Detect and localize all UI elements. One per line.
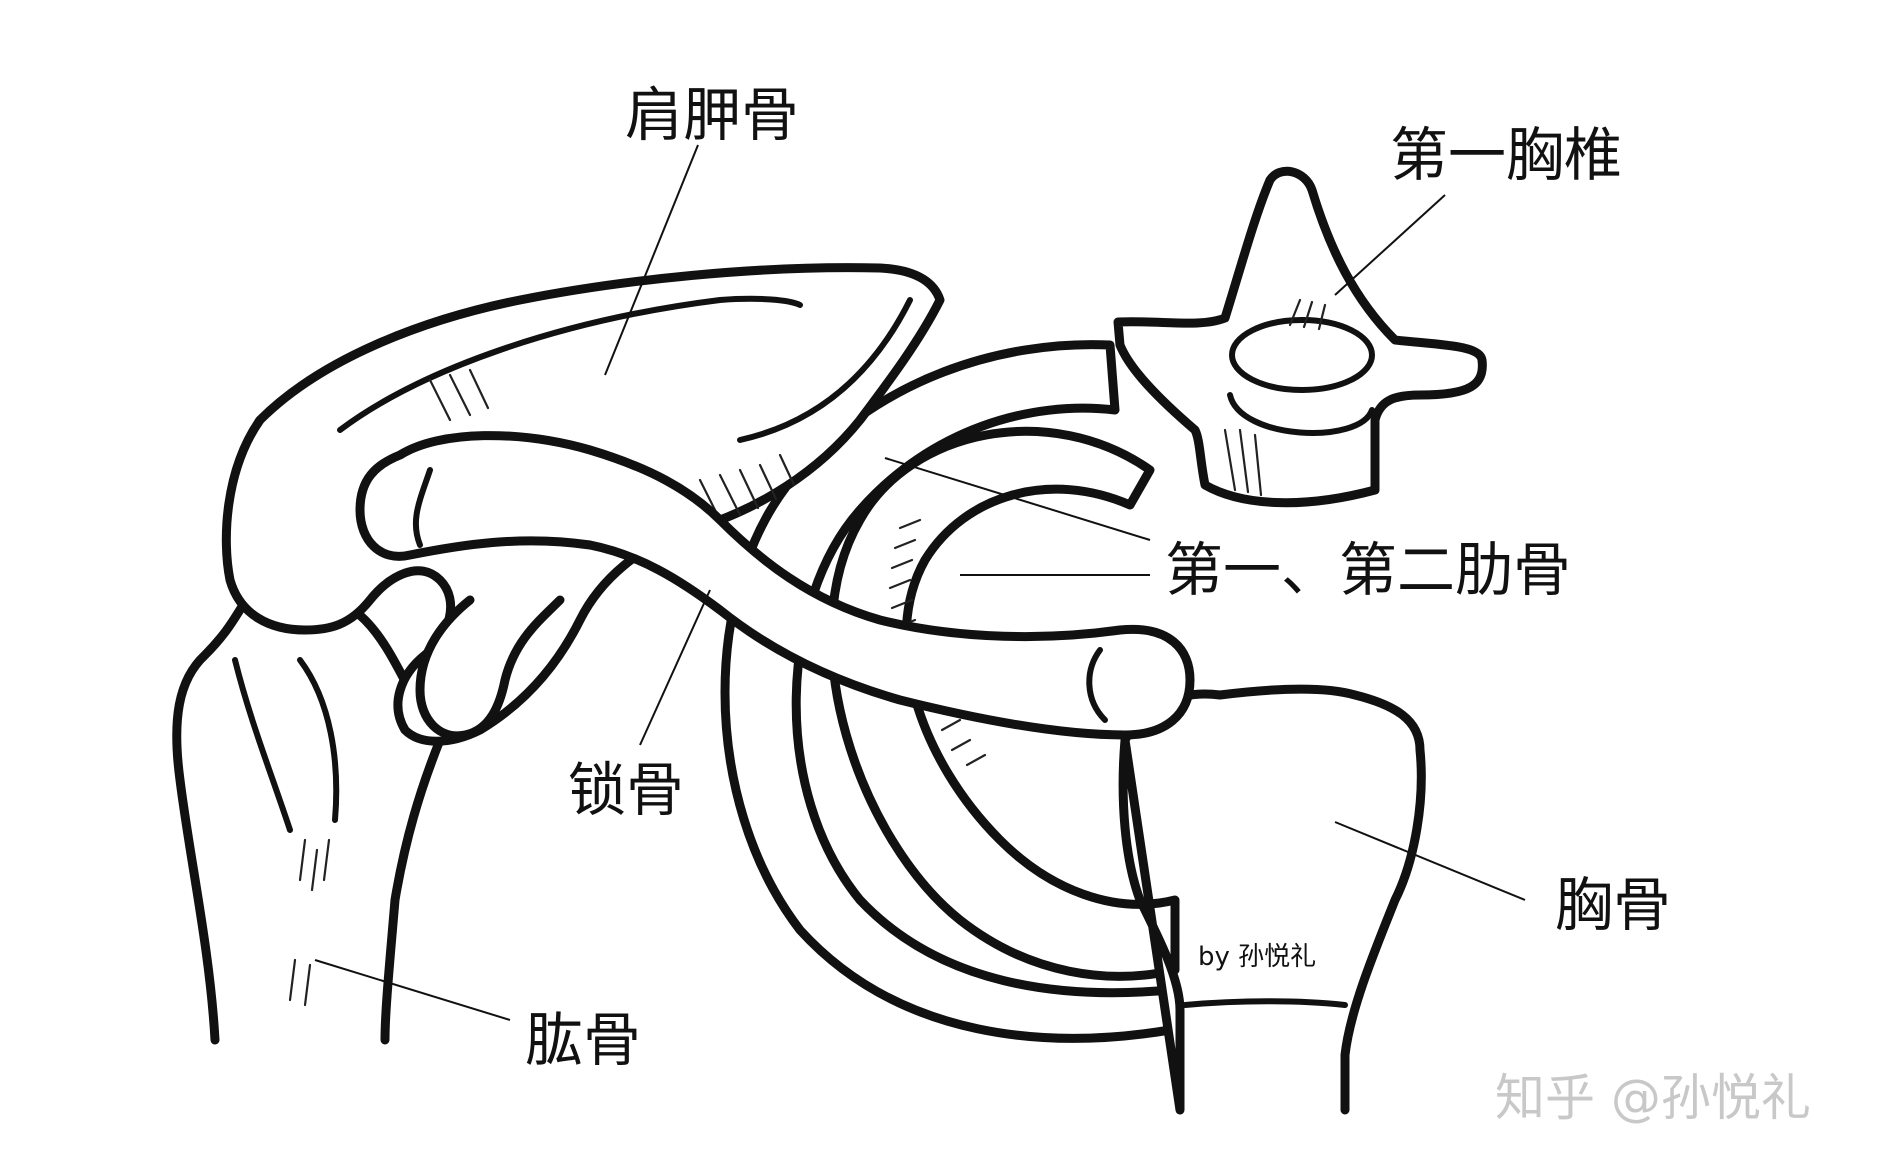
coracoid-process	[415, 595, 565, 741]
leader-humerus	[314, 959, 511, 1021]
leader-t1	[1334, 194, 1446, 296]
leader-clavicle	[639, 589, 711, 746]
scapula-spine	[337, 295, 803, 433]
vertebra-hatching	[1223, 298, 1327, 497]
scapula-fossa	[737, 297, 913, 443]
watermark-text: 知乎 @孙悦礼	[1495, 1069, 1811, 1127]
label-humerus: 肱骨	[525, 1006, 641, 1074]
sternum-base	[1182, 998, 1348, 1008]
label-t1-vertebra: 第一胸椎	[1390, 121, 1622, 189]
humerus-detail	[232, 657, 340, 833]
label-scapula: 肩胛骨	[625, 81, 799, 149]
label-sternum: 胸骨	[1555, 871, 1671, 939]
vertebral-foramen	[1229, 317, 1375, 393]
scapula-hatching	[428, 368, 796, 522]
leader-lines	[314, 144, 1526, 1021]
second-rib	[827, 426, 1180, 981]
vertebral-body	[1227, 392, 1375, 436]
t1-vertebra	[1113, 166, 1487, 508]
humerus-hatching	[288, 838, 331, 1007]
clavicle-detail	[412, 467, 1108, 723]
leader-scapula	[604, 144, 699, 376]
credit-text: by 孙悦礼	[1198, 942, 1316, 972]
clavicle	[355, 431, 1195, 740]
label-ribs: 第一、第二肋骨	[1165, 536, 1571, 604]
leader-sternum	[1334, 821, 1526, 901]
label-clavicle: 锁骨	[568, 756, 684, 824]
leader-rib-1	[884, 457, 1151, 541]
